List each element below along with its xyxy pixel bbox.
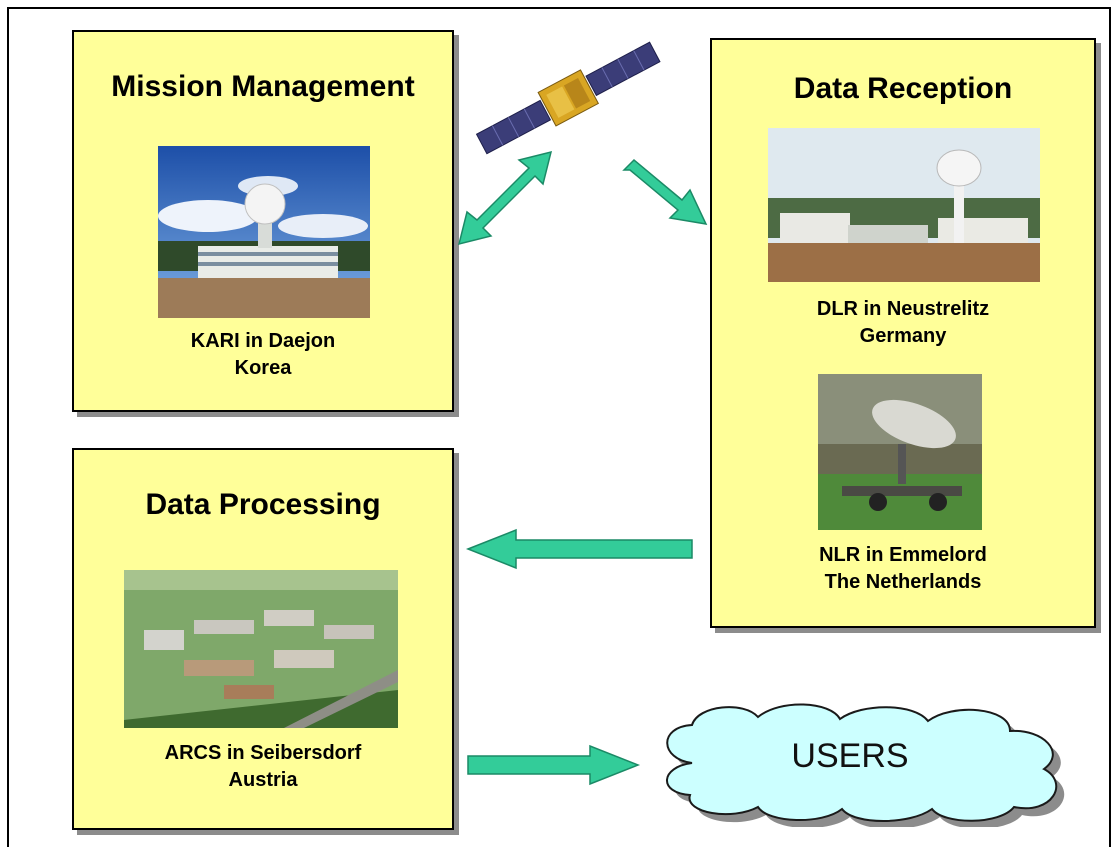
arcs-caption-line1: ARCS in Seibersdorf	[164, 742, 362, 764]
cloud-shape	[666, 703, 1065, 829]
mission-management-title: Mission Management	[111, 70, 415, 103]
reception-processing-arrow	[465, 528, 693, 570]
arcs-campus-photo	[124, 570, 398, 728]
data-processing-panel: Data Processing ARCS in Seibersdorf Aust…	[72, 448, 454, 830]
dlr-caption-line1: DLR in Neustrelitz	[816, 298, 990, 320]
kari-caption-line1: KARI in Daejon	[190, 330, 336, 352]
processing-users-arrow	[467, 744, 641, 786]
arcs-caption-line2: Austria	[228, 769, 298, 791]
diagram-frame	[7, 7, 1111, 847]
satellite-image	[466, 30, 666, 166]
data-reception-title: Data Reception	[793, 72, 1013, 105]
nlr-caption-line2: The Netherlands	[824, 571, 982, 593]
users-label: USERS	[791, 737, 909, 775]
data-reception-panel: Data Reception DLR in Neustrelitz German…	[710, 38, 1096, 628]
nlr-station-photo	[818, 374, 982, 530]
mission-satellite-double-arrow	[457, 150, 553, 246]
users-cloud: USERS	[640, 697, 1100, 829]
kari-station-photo	[158, 146, 370, 318]
data-processing-title: Data Processing	[145, 488, 381, 521]
satellite-reception-arrow	[622, 158, 708, 225]
mission-management-panel: Mission Management KARI in Daejon Korea	[72, 30, 454, 412]
kari-caption-line2: Korea	[234, 357, 292, 379]
nlr-caption-line1: NLR in Emmelord	[819, 544, 987, 566]
dlr-caption-line2: Germany	[859, 325, 947, 347]
dlr-station-photo	[768, 128, 1040, 282]
